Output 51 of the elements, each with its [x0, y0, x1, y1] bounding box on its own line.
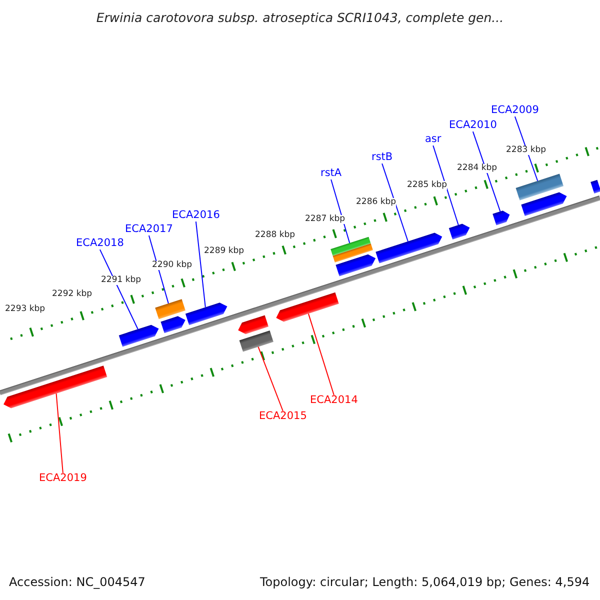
scale-label: 2285 kbp	[407, 180, 448, 190]
gene-feature	[118, 324, 159, 347]
gene-feature	[336, 254, 376, 276]
scale-label: 2290 kbp	[152, 260, 192, 270]
scale-label: 2287 kbp	[305, 214, 346, 224]
leader-line	[472, 131, 501, 212]
gene-feature	[521, 192, 567, 216]
accession-note: Accession: NC_004547	[9, 575, 146, 590]
leader-line	[56, 393, 64, 474]
leader-line	[432, 145, 459, 226]
gene-label: ECA2017	[125, 224, 173, 236]
gene-label: rstA	[320, 168, 342, 180]
leader-line	[148, 235, 169, 304]
gene-feature	[492, 210, 510, 226]
scale-label: 2292 kbp	[52, 290, 92, 299]
leader-line	[195, 221, 206, 308]
gene-feature	[276, 292, 339, 322]
scale-label: 2288 kbp	[255, 230, 296, 240]
gene-feature	[376, 232, 442, 264]
gene-feature-block	[590, 180, 600, 194]
gene-feature	[4, 366, 108, 408]
genome-summary: Topology: circular; Length: 5,064,019 bp; Genes: 4,594	[260, 575, 590, 590]
scale-label: 2291 kbp	[101, 276, 142, 285]
gene-label: asr	[425, 134, 442, 146]
gene-label: ECA2009	[491, 105, 539, 117]
scale-label: 2286 kbp	[356, 198, 396, 207]
gene-feature	[160, 316, 186, 334]
scale-label: 2284 kbp	[457, 164, 498, 173]
gene-feature-block	[239, 330, 274, 352]
gene-label: ECA2018	[76, 238, 124, 250]
leader-line	[308, 313, 334, 396]
scale-label: 2293 kbp	[5, 304, 46, 314]
gene-label: rstB	[372, 152, 393, 164]
gene-label: ECA2010	[449, 120, 497, 132]
gene-label: ECA2015	[259, 411, 307, 423]
gene-feature-block	[330, 236, 371, 256]
scale-label: 2283 kbp	[506, 146, 546, 155]
leader-line	[99, 249, 138, 330]
gene-feature-block	[516, 174, 564, 200]
gene-feature-block	[155, 299, 186, 320]
gene-feature-block	[332, 243, 373, 262]
leader-line	[382, 163, 408, 242]
gene-label: ECA2019	[39, 473, 87, 485]
gene-label: ECA2016	[172, 210, 220, 222]
gene-feature	[238, 315, 268, 334]
gene-feature	[448, 224, 470, 240]
gene-label: ECA2014	[310, 395, 358, 407]
scale-label: 2289 kbp	[204, 246, 244, 256]
gene-feature	[185, 302, 228, 326]
leader-line	[514, 116, 538, 182]
diagram-title: Erwinia carotovora subsp. atroseptica SCRI1043, complete gen...	[95, 10, 505, 25]
